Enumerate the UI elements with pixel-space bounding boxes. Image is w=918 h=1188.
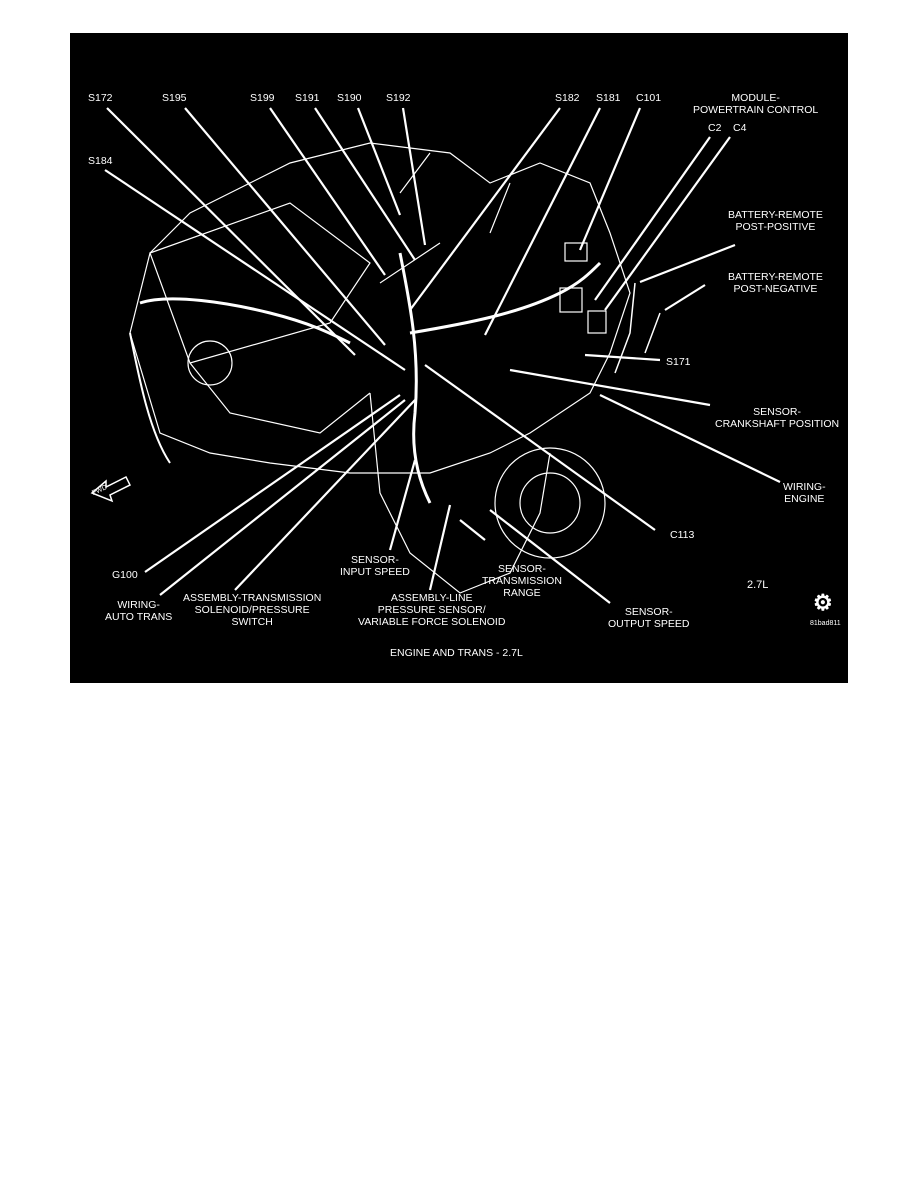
engine-illustration xyxy=(90,107,781,604)
label-battery-positive-line1: BATTERY-REMOTE xyxy=(728,209,823,221)
label-trans-solenoid-line1: ASSEMBLY-TRANSMISSION xyxy=(183,592,322,604)
label-input-speed-line1: SENSOR- xyxy=(350,554,399,566)
label-trans-solenoid-line3: SWITCH xyxy=(231,616,273,628)
leader-line-batt-neg xyxy=(664,284,706,311)
label-trans-range-line2: TRANSMISSION xyxy=(482,575,562,587)
label-battery-negative-line1: BATTERY-REMOTE xyxy=(728,271,823,283)
leader-line-batt-pos xyxy=(639,243,736,284)
leader-line-s192 xyxy=(401,107,427,246)
label-pcm: MODULE- POWERTRAIN CONTROL xyxy=(693,92,818,116)
label-c2: C2 xyxy=(708,122,722,134)
label-line-pressure-line1: ASSEMBLY-LINE xyxy=(390,592,473,604)
leader-line-s172 xyxy=(106,107,356,356)
label-wiring-engine-line1: WIRING- xyxy=(783,481,826,493)
leader-line-line-pressure xyxy=(428,504,452,591)
label-line-pressure: ASSEMBLY-LINE PRESSURE SENSOR/ VARIABLE … xyxy=(358,592,505,628)
leader-line-s190 xyxy=(356,107,402,216)
leader-line-c101 xyxy=(578,107,642,251)
label-s184: S184 xyxy=(88,155,113,167)
label-line-pressure-line3: VARIABLE FORCE SOLENOID xyxy=(358,616,506,628)
label-s181: S181 xyxy=(596,92,621,104)
label-trans-solenoid-line2: SOLENOID/PRESSURE xyxy=(194,604,310,616)
label-trans-solenoid: ASSEMBLY-TRANSMISSION SOLENOID/PRESSURE … xyxy=(183,592,321,628)
leader-line-output xyxy=(489,509,611,604)
leader-line-s199 xyxy=(269,107,386,276)
label-c113: C113 xyxy=(670,529,695,541)
label-s192: S192 xyxy=(386,92,411,104)
leader-line-s182 xyxy=(409,107,561,311)
label-s172: S172 xyxy=(88,92,113,104)
leader-line-wiring-trans xyxy=(159,399,406,596)
label-input-speed-line2: INPUT SPEED xyxy=(340,566,410,578)
label-trans-range: SENSOR- TRANSMISSION RANGE xyxy=(482,563,562,599)
gear-slash-icon: ⚙ xyxy=(813,590,833,615)
leader-line-ckp xyxy=(509,368,711,407)
label-battery-positive: BATTERY-REMOTE POST-POSITIVE xyxy=(728,209,823,233)
label-crankshaft-line1: SENSOR- xyxy=(753,406,801,418)
label-s190: S190 xyxy=(337,92,362,104)
label-s191: S191 xyxy=(295,92,320,104)
leader-line-s191 xyxy=(314,107,416,261)
leader-line-range xyxy=(459,519,486,541)
label-wiring-auto-trans: WIRING- AUTO TRANS xyxy=(105,599,172,623)
label-output-speed-line2: OUTPUT SPEED xyxy=(608,618,690,630)
label-input-speed: SENSOR- INPUT SPEED xyxy=(340,554,410,578)
label-battery-negative: BATTERY-REMOTE POST-NEGATIVE xyxy=(728,271,823,295)
label-c101: C101 xyxy=(636,92,662,104)
engine-size-label: 2.7L xyxy=(747,579,769,591)
label-wiring-engine: WIRING- ENGINE xyxy=(783,481,826,505)
label-output-speed: SENSOR- OUTPUT SPEED xyxy=(608,606,690,630)
leader-line-c2 xyxy=(594,136,711,301)
label-output-speed-line1: SENSOR- xyxy=(624,606,673,618)
label-line-pressure-line2: PRESSURE SENSOR/ xyxy=(377,604,486,616)
leader-line-trans-sol xyxy=(234,399,416,591)
leader-line-wiring-engine xyxy=(599,394,781,483)
label-wiring-engine-line2: ENGINE xyxy=(784,493,825,505)
label-trans-range-line1: SENSOR- xyxy=(498,563,546,575)
label-s195: S195 xyxy=(162,92,187,104)
leader-line-c113 xyxy=(424,364,656,531)
label-crankshaft-sensor: SENSOR- CRANKSHAFT POSITION xyxy=(715,406,839,430)
label-g100: G100 xyxy=(112,569,138,581)
leader-line-s195 xyxy=(184,107,386,346)
engine-wiring-diagram: FWD S172 S195 S199 S191 S190 S192 S182 S… xyxy=(70,33,848,683)
label-crankshaft-line2: CRANKSHAFT POSITION xyxy=(715,418,840,430)
leader-line-s181 xyxy=(484,107,601,336)
label-battery-negative-line2: POST-NEGATIVE xyxy=(733,283,818,295)
leader-line-s184 xyxy=(104,169,406,371)
leader-line-input xyxy=(388,459,417,551)
label-s171: S171 xyxy=(666,356,691,368)
figure-code: 81bad811 xyxy=(810,620,841,627)
label-pcm-line1: MODULE- xyxy=(731,92,780,104)
label-c4: C4 xyxy=(733,122,747,134)
label-s182: S182 xyxy=(555,92,580,104)
label-wiring-auto-trans-line1: WIRING- xyxy=(117,599,160,611)
label-trans-range-line3: RANGE xyxy=(503,587,541,599)
label-battery-positive-line2: POST-POSITIVE xyxy=(735,221,816,233)
leader-line-c4 xyxy=(604,136,731,311)
label-wiring-auto-trans-line2: AUTO TRANS xyxy=(105,611,173,623)
label-pcm-line2: POWERTRAIN CONTROL xyxy=(693,104,819,116)
diagram-title: ENGINE AND TRANS - 2.7L xyxy=(390,647,523,659)
leader-line-s171 xyxy=(584,353,661,362)
leader-line-g100 xyxy=(144,394,401,573)
label-s199: S199 xyxy=(250,92,275,104)
